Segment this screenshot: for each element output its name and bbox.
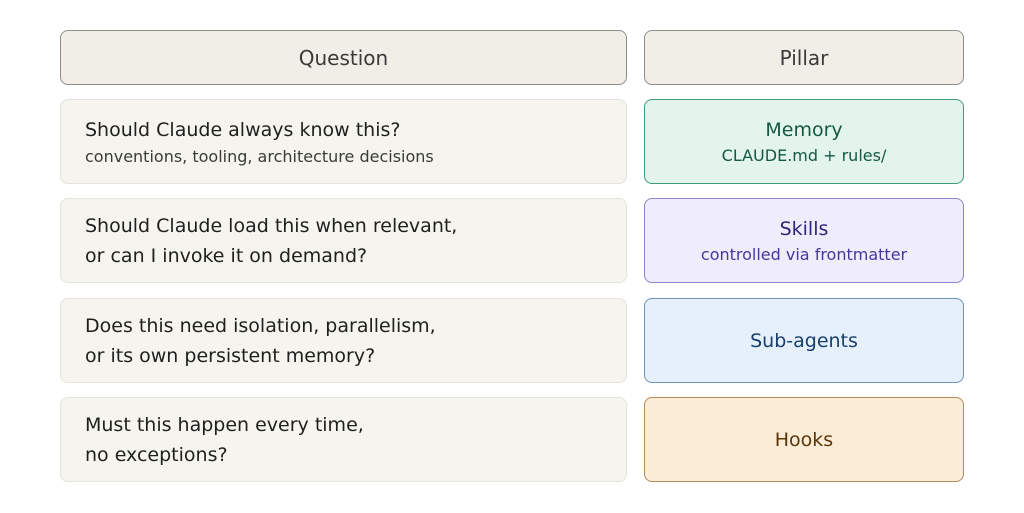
question-hooks: Must this happen every time, no exceptio… bbox=[60, 397, 627, 482]
pillar-title: Sub-agents bbox=[750, 329, 858, 352]
question-examples: conventions, tooling, architecture decis… bbox=[85, 146, 434, 166]
pillar-detail: CLAUDE.md + rules/ bbox=[721, 145, 887, 165]
pillar-skills: Skills controlled via frontmatter bbox=[644, 198, 964, 283]
question-text-line: Should Claude load this when relevant, bbox=[85, 214, 458, 237]
pillar-detail: controlled via frontmatter bbox=[700, 244, 908, 264]
question-sub-agents: Does this need isolation, parallelism, o… bbox=[60, 298, 627, 383]
question-skills: Should Claude load this when relevant, o… bbox=[60, 198, 627, 283]
question-text-line: or can I invoke it on demand? bbox=[85, 244, 368, 267]
question-text-line: no exceptions? bbox=[85, 443, 228, 466]
pillar-column-header: Pillar bbox=[644, 30, 964, 85]
question-text-line: Should Claude always know this? bbox=[85, 118, 401, 141]
pillar-title: Hooks bbox=[774, 428, 834, 451]
question-text-line: Does this need isolation, parallelism, bbox=[85, 314, 436, 337]
pillar-title: Skills bbox=[779, 217, 829, 240]
question-text-line: or its own persistent memory? bbox=[85, 344, 376, 367]
question-text-line: Must this happen every time, bbox=[85, 413, 364, 436]
pillar-sub-agents: Sub-agents bbox=[644, 298, 964, 383]
pillar-memory: Memory CLAUDE.md + rules/ bbox=[644, 99, 964, 184]
question-header-label: Question bbox=[298, 45, 389, 70]
pillar-title: Memory bbox=[765, 118, 843, 141]
pillar-hooks: Hooks bbox=[644, 397, 964, 482]
question-column-header: Question bbox=[60, 30, 627, 85]
question-memory: Should Claude always know this? conventi… bbox=[60, 99, 627, 184]
pillar-header-label: Pillar bbox=[779, 45, 829, 70]
